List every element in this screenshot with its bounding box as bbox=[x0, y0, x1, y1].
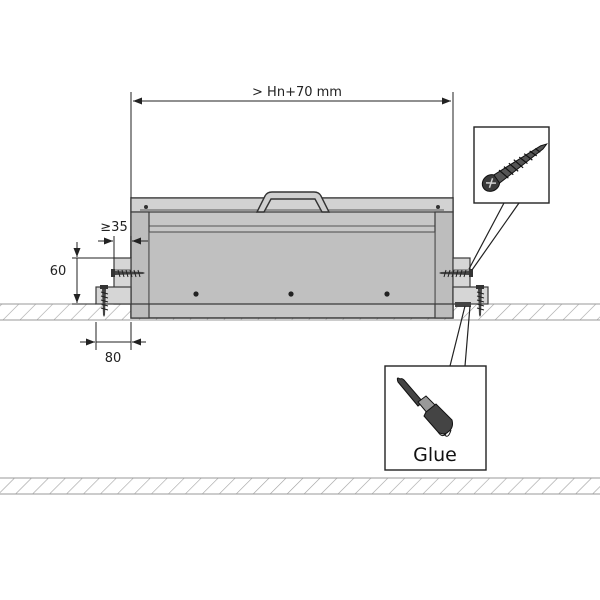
width-label: 80 bbox=[105, 351, 122, 366]
screw-icon bbox=[111, 269, 145, 278]
dimension-min-offset: ≥35 bbox=[98, 220, 148, 258]
screw-icon bbox=[476, 285, 485, 317]
dimension-overall-width: > Hn+70 mm bbox=[130, 85, 454, 198]
right-bracket bbox=[439, 257, 489, 317]
glue-callout: Glue bbox=[384, 305, 487, 471]
min-offset-label: ≥35 bbox=[100, 220, 127, 235]
screw-icon bbox=[439, 269, 473, 278]
screw-callout bbox=[468, 126, 550, 271]
dimension-height: 60 bbox=[50, 242, 114, 305]
screw-icon bbox=[100, 285, 109, 317]
mount-dot bbox=[193, 291, 199, 297]
height-label: 60 bbox=[50, 264, 67, 279]
paintbrush-icon bbox=[396, 377, 453, 437]
mount-dot bbox=[384, 291, 390, 297]
left-bracket bbox=[95, 257, 145, 317]
box-unit bbox=[130, 197, 454, 319]
overall-width-label: > Hn+70 mm bbox=[252, 85, 342, 100]
dimension-width: 80 bbox=[80, 322, 146, 366]
mount-dot bbox=[288, 291, 294, 297]
handle-icon bbox=[255, 191, 331, 213]
screw-icon bbox=[481, 143, 548, 192]
lower-slab bbox=[0, 477, 600, 495]
glue-spot bbox=[455, 302, 471, 307]
glue-label: Glue bbox=[413, 444, 457, 466]
